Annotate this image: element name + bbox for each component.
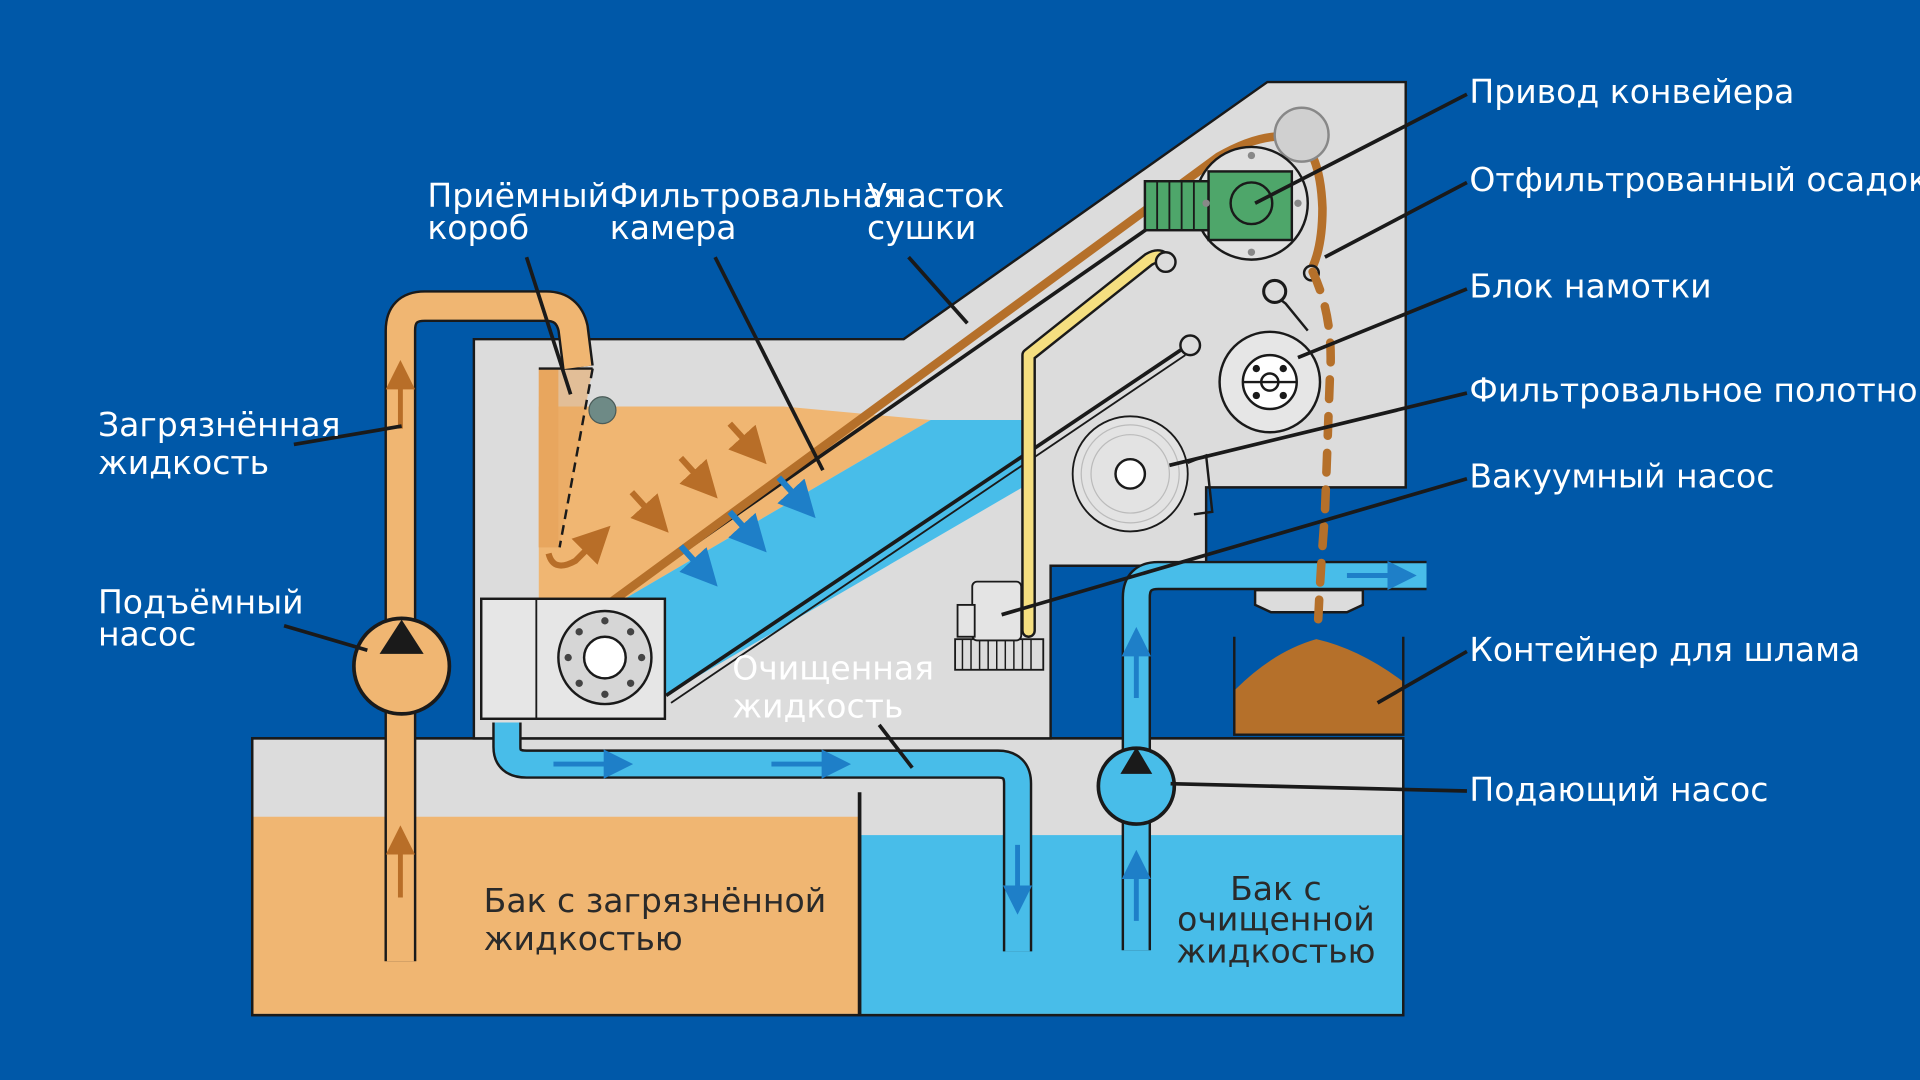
label-dirty-tank-1: Бак с загрязнённой <box>484 881 827 920</box>
leader-lines <box>283 92 1468 793</box>
sludge-container <box>1233 636 1405 736</box>
label-clean-tank-3: жидкостью <box>1176 931 1375 970</box>
motor-icon <box>1143 180 1210 232</box>
label-drying-section-1: Участок <box>867 176 1005 215</box>
labels-inside: Очищенная жидкость Бак с загрязнённой жи… <box>484 649 1376 971</box>
falling-sludge <box>1308 267 1335 639</box>
label-filtered-sludge: Отфильтрованный осадок <box>1469 160 1920 199</box>
labels-left: Загрязнённая жидкость Подъёмный насос <box>98 405 341 653</box>
label-drying-section-2: сушки <box>867 208 976 247</box>
label-dirty-liquid-1: Загрязнённая <box>98 405 341 444</box>
label-receiving-box-2: короб <box>427 208 529 247</box>
label-sludge-container: Контейнер для шлама <box>1469 630 1860 669</box>
level-sensor <box>588 396 617 425</box>
label-lift-pump-2: насос <box>98 614 196 653</box>
receiving-box <box>538 367 617 548</box>
vacuum-pump-icon <box>954 580 1045 671</box>
label-filter-fabric: Фильтровальное полотно <box>1469 371 1917 410</box>
discharge-valve <box>480 597 667 720</box>
pump-triangle-icon <box>1120 746 1153 774</box>
pump-triangle-icon <box>379 619 424 654</box>
winding-unit <box>1218 264 1322 434</box>
label-lift-pump-1: Подъёмный <box>98 582 304 621</box>
lift-pump <box>352 616 452 716</box>
filtrate-flow-arrows <box>678 475 816 587</box>
clean-liquid-chamber <box>553 420 1023 696</box>
labels-right: Привод конвейера Отфильтрованный осадок … <box>1469 72 1920 809</box>
label-dirty-tank-2: жидкостью <box>484 919 683 958</box>
label-dirty-liquid-2: жидкость <box>98 443 269 482</box>
label-clean-tank-2: очищенной <box>1177 900 1375 939</box>
dirty-liquid-tank <box>253 816 860 1014</box>
label-conveyor-drive: Привод конвейера <box>1469 72 1794 111</box>
conveyor-drive <box>1143 106 1330 261</box>
label-vacuum-pump: Вакуумный насос <box>1469 456 1774 495</box>
label-clean-tank-1: Бак с <box>1230 869 1322 908</box>
label-feed-pump: Подающий насос <box>1469 770 1768 809</box>
label-filter-chamber-2: камера <box>610 208 737 247</box>
label-clean-liquid-1: Очищенная <box>732 649 934 688</box>
label-receiving-box-1: Приёмный <box>427 176 609 215</box>
dirty-flow-arrows <box>545 421 767 569</box>
label-winding-unit: Блок намотки <box>1469 267 1711 306</box>
label-clean-liquid-2: жидкость <box>732 687 903 726</box>
labels-top: Приёмный короб Фильтровальная камера Уча… <box>427 176 1004 247</box>
label-filter-chamber-1: Фильтровальная <box>610 176 903 215</box>
feed-pump <box>1096 746 1177 826</box>
